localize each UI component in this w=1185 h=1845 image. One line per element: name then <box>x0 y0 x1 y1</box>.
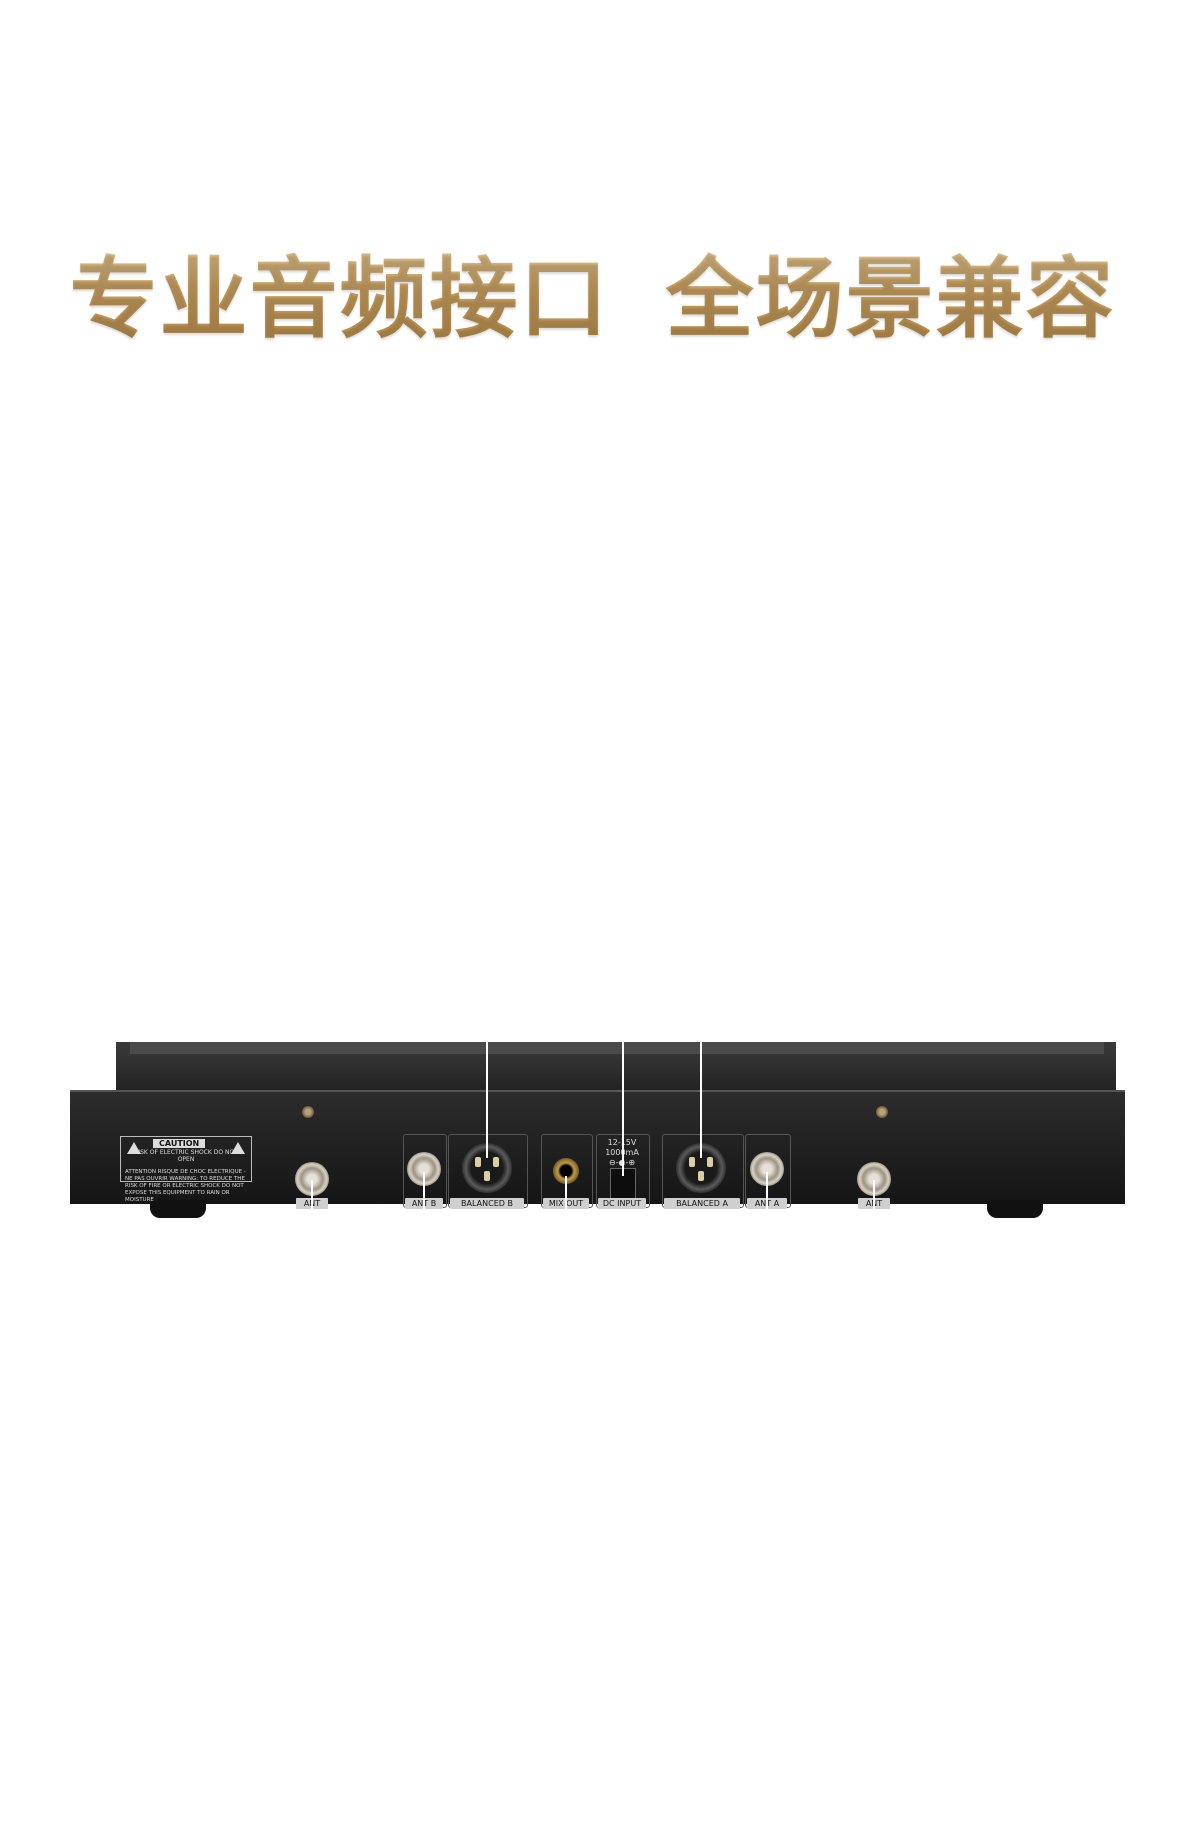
callout-line <box>622 1040 624 1176</box>
caution-label: CAUTION RISK OF ELECTRIC SHOCK DO NOT OP… <box>120 1136 252 1203</box>
callout-line <box>873 1180 875 1230</box>
warning-icon <box>127 1142 141 1154</box>
foot-left <box>150 1200 206 1218</box>
caution-title: CAUTION <box>153 1139 206 1148</box>
dc-polarity-icon: ⊖-◐-⊕ <box>600 1158 644 1168</box>
dc-input-label: DC INPUT <box>598 1198 646 1209</box>
screw-icon <box>876 1106 888 1118</box>
warning-icon <box>231 1142 245 1154</box>
balanced-a-label: BALANCED A <box>664 1198 740 1209</box>
caution-line2: ATTENTION RISQUE DE CHOC ELECTRIQUE - NE… <box>125 1169 246 1203</box>
headline-right: 全场景兼容 <box>665 247 1116 350</box>
callout-line <box>423 1172 425 1230</box>
receiver-rear-panel: CAUTION RISK OF ELECTRIC SHOCK DO NOT OP… <box>70 1040 1125 1230</box>
callout-line <box>766 1172 768 1230</box>
headline-left: 专业音频接口 <box>69 247 610 350</box>
balanced-b-label: BALANCED B <box>450 1198 524 1209</box>
foot-right <box>987 1200 1043 1218</box>
screw-icon <box>302 1106 314 1118</box>
callout-line <box>565 1176 567 1230</box>
callout-line <box>486 1040 488 1158</box>
callout-line <box>311 1180 313 1230</box>
rear-face <box>70 1090 1125 1204</box>
callout-line <box>700 1040 702 1158</box>
caution-line1: RISK OF ELECTRIC SHOCK DO NOT OPEN <box>134 1149 238 1163</box>
headline: 专业音频接口全场景兼容 <box>0 228 1185 355</box>
